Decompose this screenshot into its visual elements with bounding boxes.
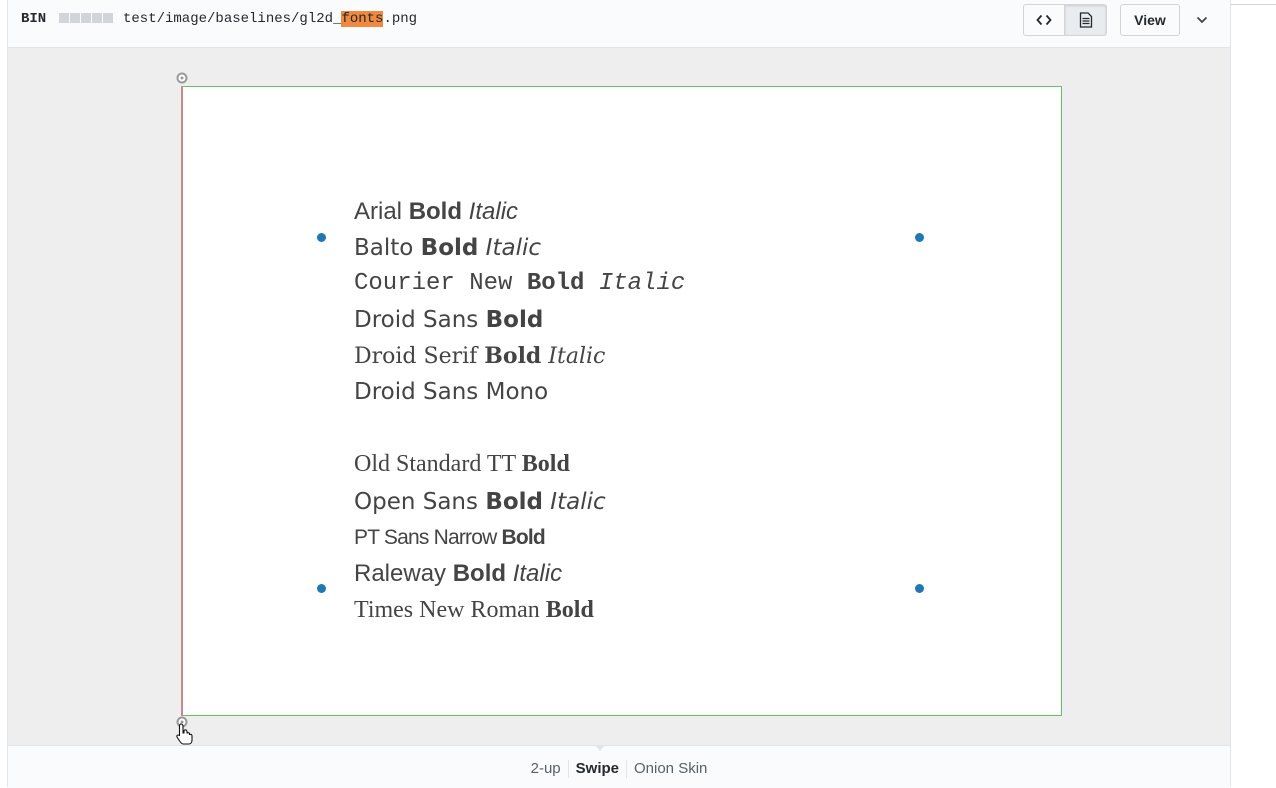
file-header: BIN test/image/baselines/gl2d_fonts.png xyxy=(8,0,1230,48)
file-panel: BIN test/image/baselines/gl2d_fonts.png xyxy=(7,0,1231,788)
font-italic: Italic xyxy=(462,198,519,225)
marker-dot xyxy=(317,233,326,242)
font-italic: Italic xyxy=(541,344,606,369)
marker-dot xyxy=(915,584,924,593)
diffstat-block xyxy=(70,13,80,23)
diffstat-block xyxy=(59,13,69,23)
marker-dot xyxy=(317,584,326,593)
font-bold: Bold xyxy=(408,198,463,225)
font-bold: Bold xyxy=(526,270,585,297)
font-regular: Droid Serif xyxy=(354,344,485,369)
tab-swipe[interactable]: Swipe xyxy=(569,760,627,778)
font-bold: Bold xyxy=(501,526,546,549)
diffstat-block xyxy=(103,13,113,23)
font-regular: Arial xyxy=(354,198,409,225)
font-sample-line: Old Standard TT Bold xyxy=(354,449,570,479)
chevron-down-icon xyxy=(1196,16,1208,24)
swipe-handle-icon[interactable] xyxy=(176,72,188,84)
font-sample-line: Open Sans Bold Italic xyxy=(354,487,606,517)
font-bold: Bold xyxy=(545,597,594,623)
tab-onion-skin[interactable]: Onion Skin xyxy=(634,760,708,777)
file-path-highlight: fonts xyxy=(341,11,384,27)
font-regular: Old Standard TT xyxy=(354,451,522,477)
more-options-button[interactable] xyxy=(1188,8,1216,32)
file-path-suffix: .png xyxy=(383,11,418,27)
diff-view-tabs: 2-up Swipe Onion Skin xyxy=(8,760,1230,778)
font-regular: Times New Roman xyxy=(354,597,546,623)
font-bold: Bold xyxy=(452,560,507,587)
file-path-link[interactable]: test/image/baselines/gl2d_fonts.png xyxy=(123,11,417,27)
font-bold: Bold xyxy=(485,489,543,515)
font-italic: Italic xyxy=(543,489,606,515)
bin-label: BIN xyxy=(21,11,47,27)
font-regular: Droid Sans xyxy=(354,307,486,333)
hand-cursor-icon xyxy=(176,723,193,745)
font-regular: Raleway xyxy=(354,560,453,587)
font-italic: Italic xyxy=(478,235,541,261)
file-icon xyxy=(1079,12,1092,28)
font-bold: Bold xyxy=(420,235,479,261)
tab-2-up[interactable]: 2-up xyxy=(524,760,569,778)
font-sample-line: Droid Sans Mono xyxy=(354,377,548,407)
marker-dot xyxy=(915,233,924,242)
font-sample-line: Droid Serif Bold Italic xyxy=(354,341,605,372)
diffstat xyxy=(59,13,113,23)
view-mode-footer: 2-up Swipe Onion Skin xyxy=(8,745,1230,788)
rich-view-button[interactable] xyxy=(1065,4,1107,36)
image-diff-canvas: Arial Bold Italic Balto Bold Italic Cour… xyxy=(8,48,1230,745)
font-sample-line: Times New Roman Bold xyxy=(354,595,594,625)
font-regular: Open Sans xyxy=(354,489,486,515)
font-sample-line: Balto Bold Italic xyxy=(354,233,541,263)
source-view-button[interactable] xyxy=(1023,4,1065,36)
font-regular: Courier New xyxy=(354,270,527,297)
font-bold: Bold xyxy=(484,343,542,369)
diffstat-block xyxy=(92,13,102,23)
swipe-divider[interactable] xyxy=(181,86,183,716)
font-bold: Bold xyxy=(521,451,570,477)
font-sample-line: PT Sans Narrow Bold xyxy=(354,523,546,553)
diffstat-block xyxy=(81,13,91,23)
font-sample-line: Droid Sans Bold xyxy=(354,305,543,335)
font-regular: PT Sans Narrow xyxy=(354,526,502,549)
font-italic: Italic xyxy=(506,560,563,587)
active-tab-caret xyxy=(595,745,605,751)
view-button[interactable]: View xyxy=(1120,4,1180,36)
font-regular: Droid Sans Mono xyxy=(354,379,549,405)
font-sample-line: Raleway Bold Italic xyxy=(354,559,562,589)
file-path-prefix: test/image/baselines/gl2d_ xyxy=(123,11,342,27)
font-italic: Italic xyxy=(584,270,686,297)
font-bold: Bold xyxy=(485,307,544,333)
font-sample-line: Courier New Bold Italic xyxy=(354,269,685,299)
code-icon xyxy=(1036,14,1052,26)
font-sample-line: Arial Bold Italic xyxy=(354,197,518,227)
image-frame: Arial Bold Italic Balto Bold Italic Cour… xyxy=(182,86,1062,716)
font-regular: Balto xyxy=(354,235,421,261)
view-mode-buttons xyxy=(1023,4,1107,36)
